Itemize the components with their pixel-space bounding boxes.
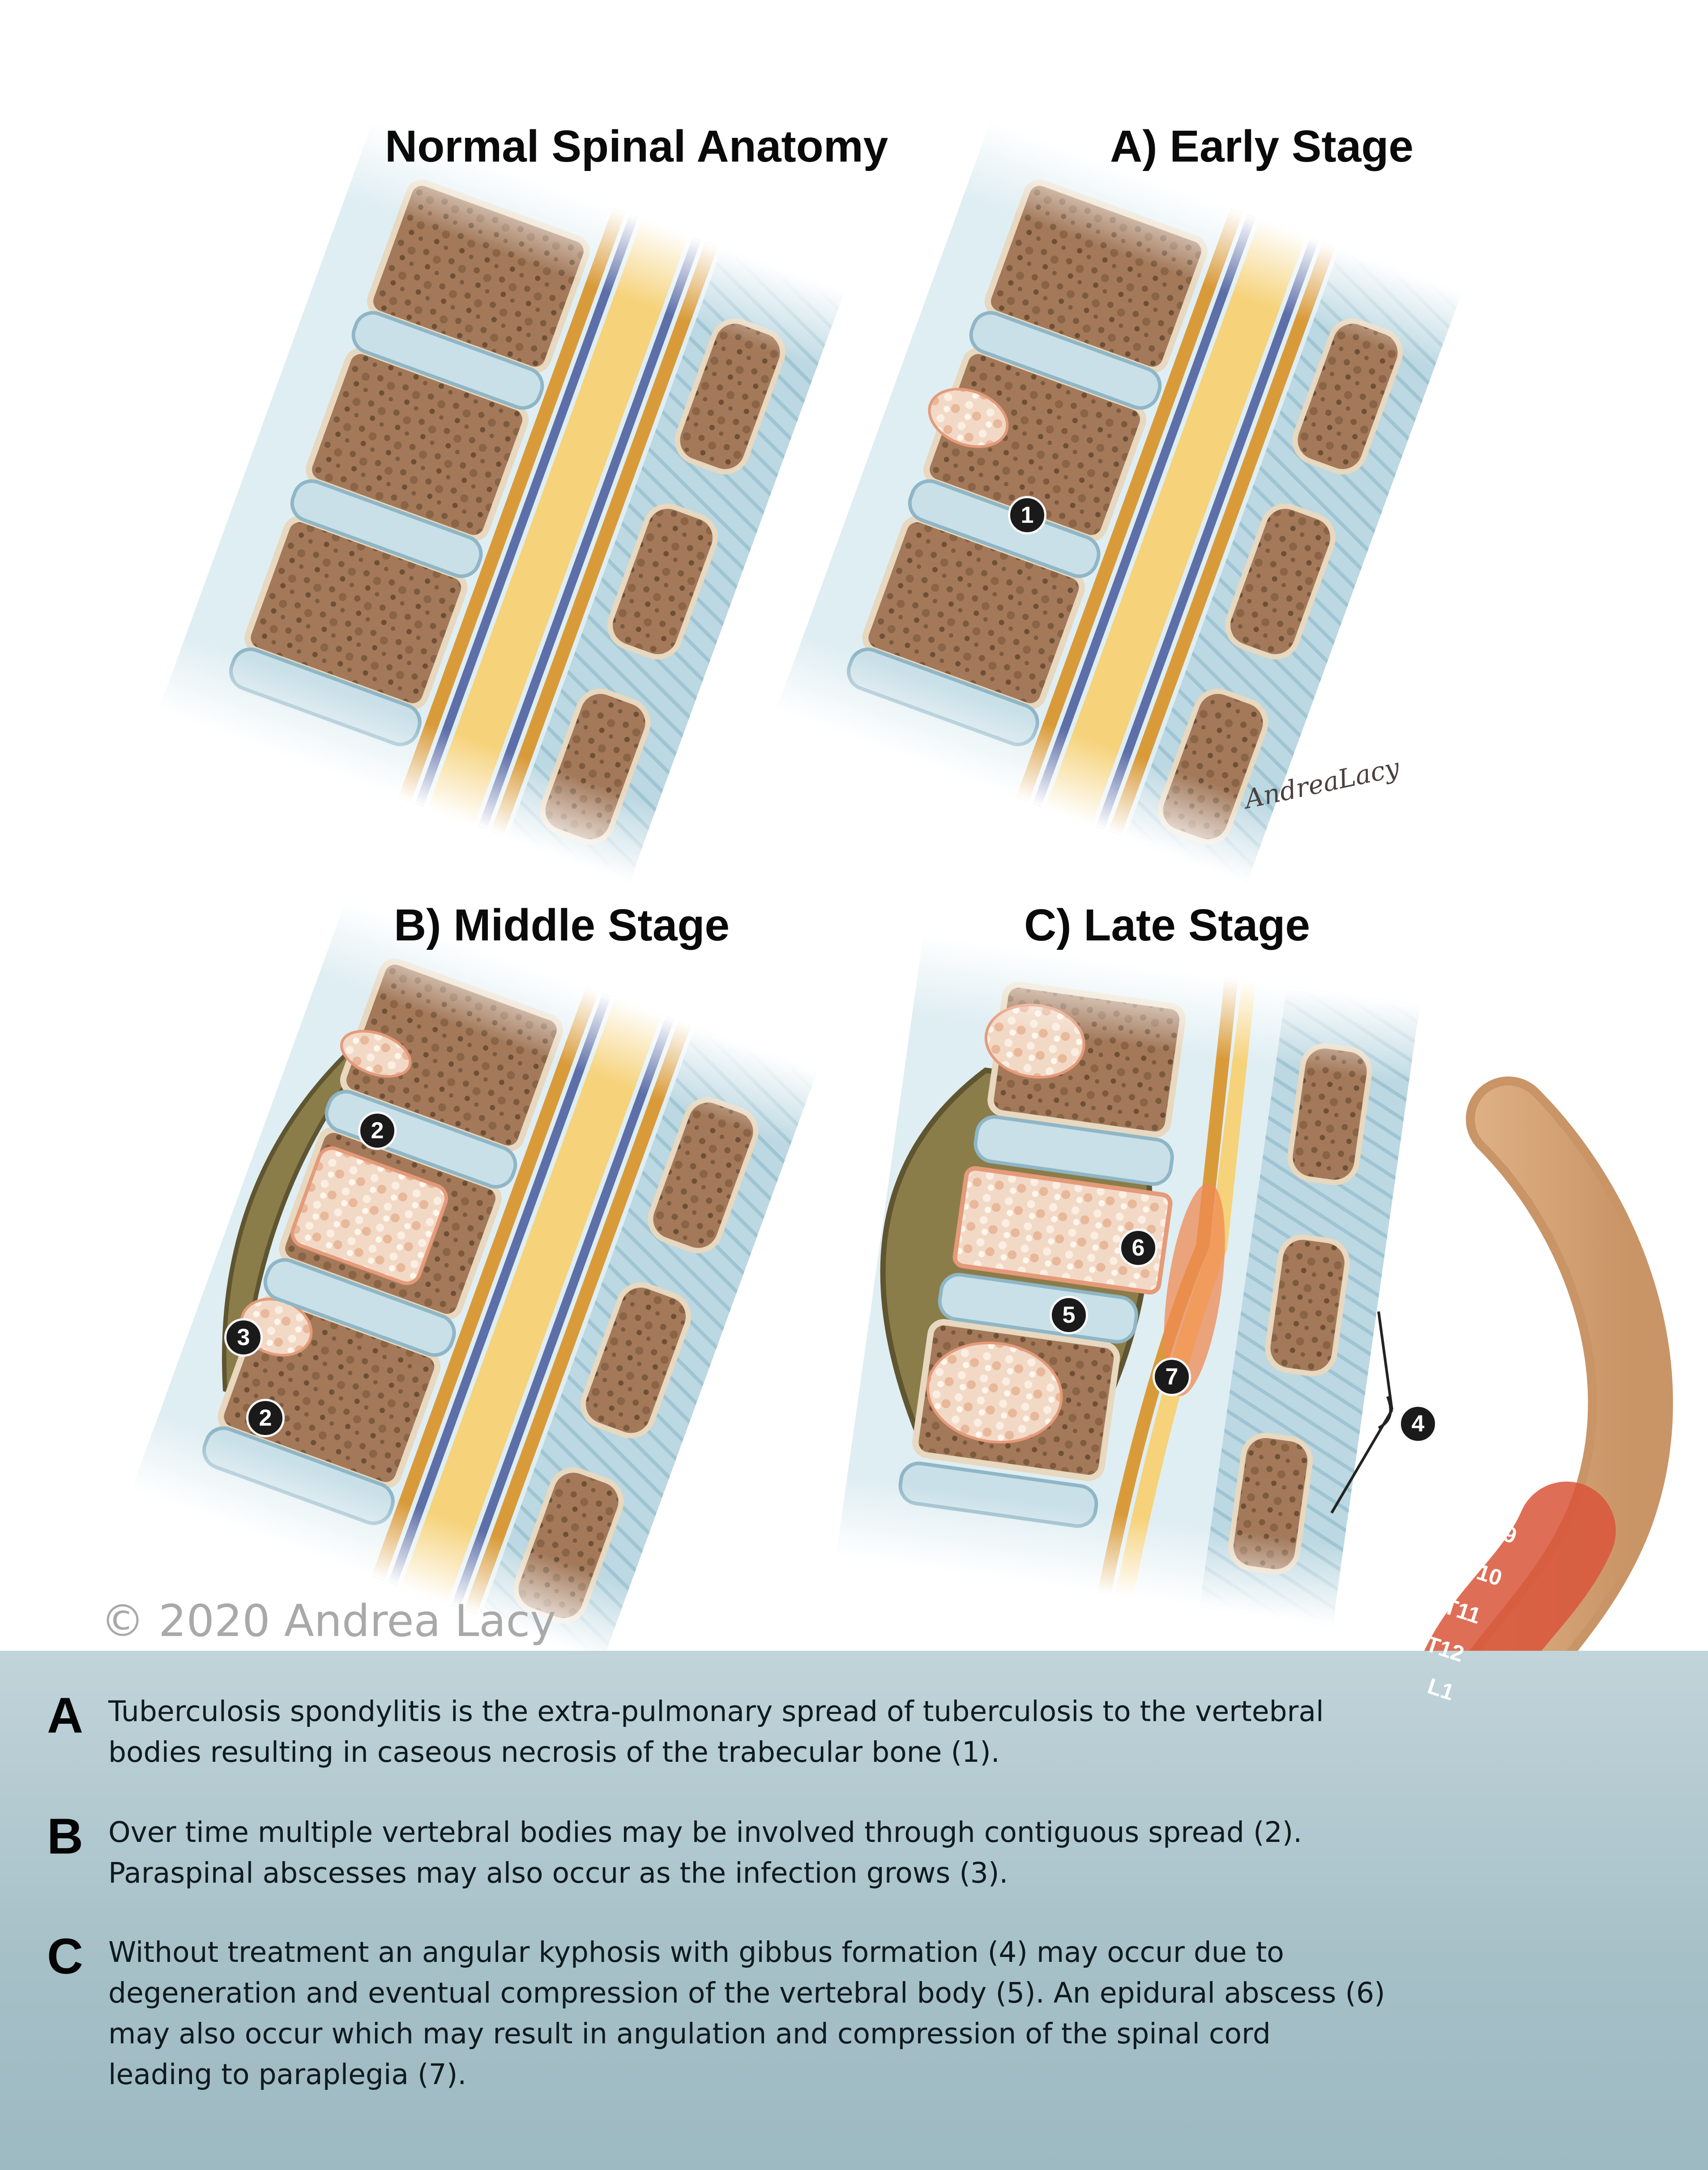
description-letter-c: C — [47, 1928, 83, 1984]
marker-6: 6 — [1119, 1229, 1157, 1267]
epidural-abscess — [1164, 1183, 1225, 1396]
description-text-a: Tuberculosis spondylitis is the extra-pu… — [108, 1695, 1324, 1768]
description-text-c: Without treatment an angular kyphosis wi… — [108, 1936, 1385, 2091]
panel-middle-stage — [132, 900, 817, 1661]
title-normal-spinal-anatomy: Normal Spinal Anatomy — [385, 121, 888, 171]
panel-early-stage — [776, 121, 1462, 882]
description-letter-a: A — [47, 1687, 83, 1743]
marker-2-lower: 2 — [246, 1399, 285, 1437]
panel-normal-spine — [158, 121, 844, 882]
marker-2-upper: 2 — [358, 1111, 397, 1150]
description-letter-b: B — [47, 1808, 83, 1864]
description-panel: A Tuberculosis spondylitis is the extra-… — [0, 1651, 1708, 2170]
gibbus-angle-lines — [1330, 1311, 1393, 1514]
title-middle-stage: B) Middle Stage — [394, 900, 730, 950]
copyright-notice: © 2020 Andrea Lacy — [101, 1596, 556, 1647]
marker-4: 4 — [1399, 1405, 1437, 1443]
caseous-necrosis-focus — [928, 388, 1009, 448]
compressed-spinal-cord — [1115, 980, 1256, 1598]
description-text-b: Over time multiple vertebral bodies may … — [108, 1816, 1302, 1889]
panel-late-stage — [836, 935, 1420, 1626]
marker-1: 1 — [1008, 496, 1046, 534]
marker-7: 7 — [1153, 1358, 1191, 1396]
marker-3: 3 — [224, 1318, 263, 1357]
infected-vertebra — [290, 1146, 448, 1285]
title-late-stage: C) Late Stage — [1024, 900, 1311, 950]
title-early-stage: A) Early Stage — [1110, 121, 1414, 171]
marker-5: 5 — [1050, 1296, 1088, 1334]
